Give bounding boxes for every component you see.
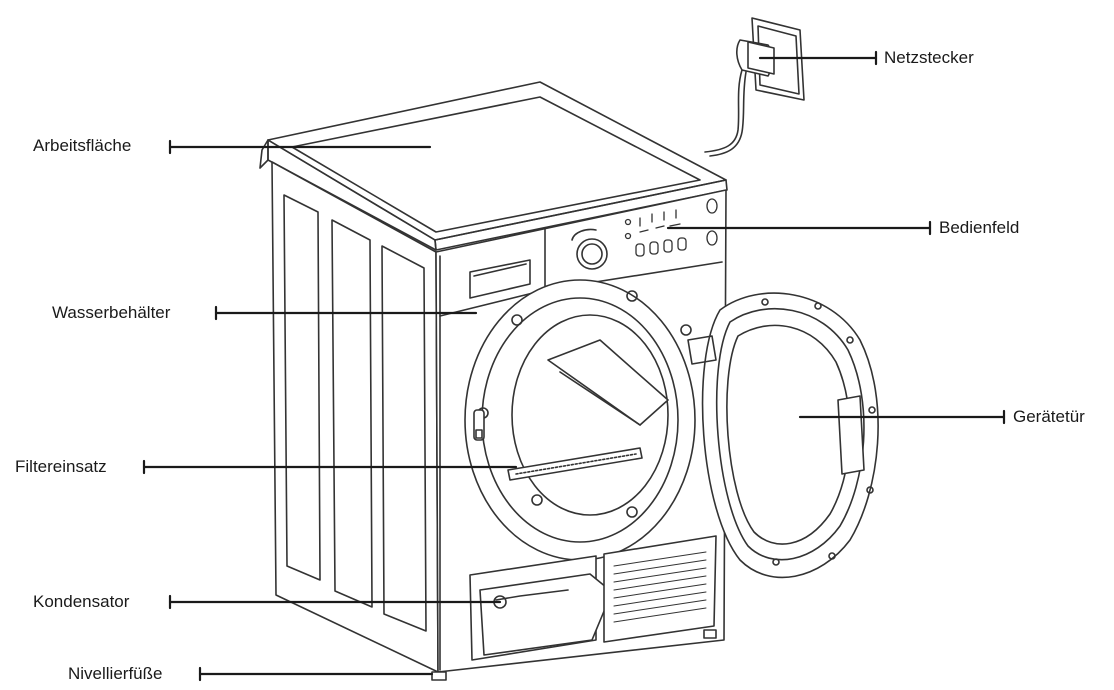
leveling-feet [431,629,717,681]
label-netzstecker: Netzstecker [884,48,974,67]
drum-opening [464,279,696,561]
label-bedienfeld: Bedienfeld [939,218,1020,237]
control-panel [571,198,718,270]
label-geraetetuer: Gerätetür [1013,407,1085,426]
label-nivellierfuesse: Nivellierfüße [68,664,163,683]
label-filtereinsatz: Filtereinsatz [15,457,107,476]
label-kondensator: Kondensator [33,592,130,611]
label-arbeitsflaeche: Arbeitsfläche [33,136,132,155]
water-container [469,259,531,299]
open-door [687,292,879,579]
condenser-area [469,535,717,661]
wall-socket [704,17,805,157]
leader-lines [142,50,1006,682]
label-wasserbehaelter: Wasserbehälter [52,303,171,322]
